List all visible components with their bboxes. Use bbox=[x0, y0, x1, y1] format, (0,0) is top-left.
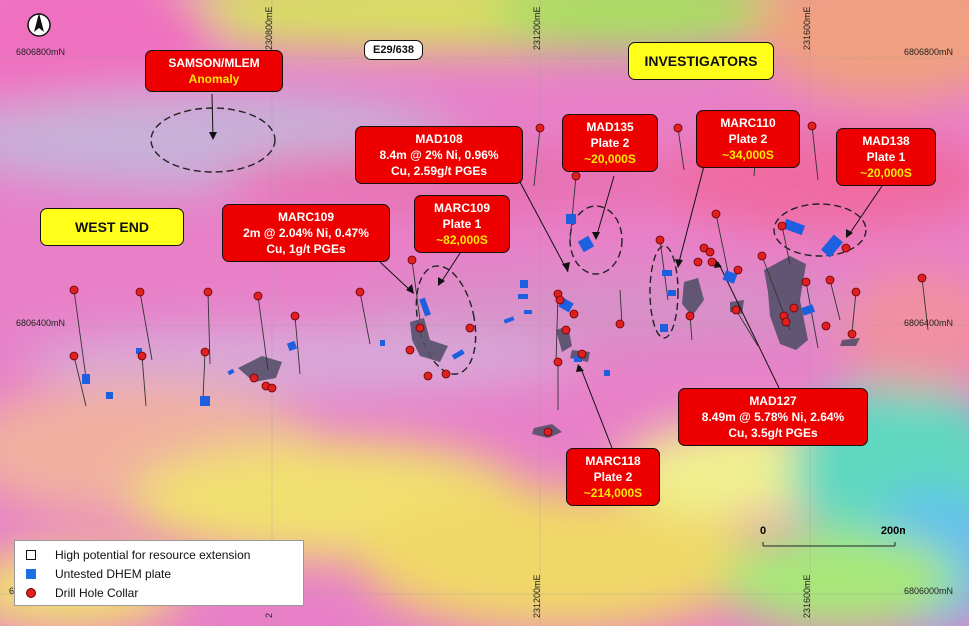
callout-marc109-plate: MARC109 Plate 1 ~82,000S bbox=[414, 195, 510, 253]
callout-mad127: MAD127 8.49m @ 5.78% Ni, 2.64% Cu, 3.5g/… bbox=[678, 388, 868, 446]
area-label-west-end: WEST END bbox=[40, 208, 184, 246]
scale-end-label: 200m bbox=[881, 525, 905, 537]
callout-title: MAD135 bbox=[586, 120, 634, 134]
callout-result: 2m @ 2.04% Ni, 0.47% bbox=[243, 226, 369, 240]
callout-result: 8.49m @ 5.78% Ni, 2.64% bbox=[701, 410, 845, 424]
legend-label: Untested DHEM plate bbox=[55, 566, 172, 581]
legend-label: Drill Hole Collar bbox=[55, 585, 139, 600]
drill-traces bbox=[73, 125, 929, 410]
callout-plate: Plate 2 bbox=[593, 470, 633, 484]
callout-result: 8.4m @ 2% Ni, 0.96% bbox=[379, 148, 499, 162]
callout-conductance: ~20,000S bbox=[584, 152, 636, 166]
callout-mad138: MAD138 Plate 1 ~20,000S bbox=[836, 128, 936, 186]
callout-result: Cu, 2.59g/t PGEs bbox=[390, 164, 488, 178]
callout-mad135: MAD135 Plate 2 ~20,000S bbox=[562, 114, 658, 172]
northing-label: 6806400mN bbox=[16, 318, 66, 328]
callout-marc109-intercept: MARC109 2m @ 2.04% Ni, 0.47% Cu, 1g/t PG… bbox=[222, 204, 390, 262]
easting-label: 231600mE bbox=[802, 6, 812, 50]
north-arrow-icon bbox=[27, 13, 51, 37]
northing-label: 6806000mN bbox=[904, 586, 954, 596]
callout-mad108: MAD108 8.4m @ 2% Ni, 0.96% Cu, 2.59g/t P… bbox=[355, 126, 523, 184]
easting-label: 231200mE bbox=[532, 6, 542, 50]
northing-label: 6806800mN bbox=[16, 47, 66, 57]
northing-label: 6806800mN bbox=[904, 47, 954, 57]
callout-subtitle: Anomaly bbox=[188, 72, 240, 86]
callout-plate: Plate 2 bbox=[728, 132, 768, 146]
callout-marc110: MARC110 Plate 2 ~34,000S bbox=[696, 110, 800, 168]
easting-label: 230800mE bbox=[264, 6, 274, 50]
callout-conductance: ~34,000S bbox=[722, 148, 774, 162]
northing-label: 6806400mN bbox=[904, 318, 954, 328]
callout-result: Cu, 3.5g/t PGEs bbox=[728, 426, 818, 440]
map-legend: High potential for resource extension Un… bbox=[14, 540, 304, 606]
callout-title: SAMSON/MLEM bbox=[168, 56, 260, 70]
callout-plate: Plate 2 bbox=[590, 136, 630, 150]
samson-anomaly-outline bbox=[150, 107, 276, 173]
easting-label: 2 bbox=[264, 612, 274, 618]
callout-title: MARC110 bbox=[720, 116, 776, 130]
dhem-plates bbox=[82, 214, 844, 406]
callout-title: MAD108 bbox=[415, 132, 463, 146]
callout-conductance: ~82,000S bbox=[436, 233, 488, 247]
scale-bar: 0 200m bbox=[760, 525, 905, 547]
red-dot-icon bbox=[26, 587, 36, 598]
legend-label: High potential for resource extension bbox=[55, 547, 251, 562]
callout-title: MARC109 bbox=[277, 210, 334, 224]
tenement-label: E29/638 bbox=[364, 40, 423, 60]
legend-item: Untested DHEM plate bbox=[23, 564, 295, 583]
legend-item: Drill Hole Collar bbox=[23, 583, 295, 602]
callout-conductance: ~20,000S bbox=[860, 166, 912, 180]
callout-result: Cu, 1g/t PGEs bbox=[266, 242, 346, 256]
drill-collars bbox=[69, 121, 927, 437]
scale-start-label: 0 bbox=[760, 525, 766, 537]
callout-marc118: MARC118 Plate 2 ~214,000S bbox=[566, 448, 660, 506]
easting-label: 231200mE bbox=[532, 574, 542, 618]
area-label-investigators: INVESTIGATORS bbox=[628, 42, 774, 80]
legend-item: High potential for resource extension bbox=[23, 545, 295, 564]
square-outline-icon bbox=[26, 549, 36, 560]
callout-title: MARC109 bbox=[433, 201, 490, 215]
callout-conductance: ~214,000S bbox=[583, 486, 643, 500]
callout-plate: Plate 1 bbox=[442, 217, 482, 231]
callout-samson: SAMSON/MLEM Anomaly bbox=[145, 50, 283, 92]
easting-label: 231600mE bbox=[802, 574, 812, 618]
callout-title: MAD127 bbox=[749, 394, 797, 408]
callout-title: MARC118 bbox=[585, 454, 641, 468]
callout-plate: Plate 1 bbox=[866, 150, 906, 164]
northing-label: 6 bbox=[9, 586, 15, 596]
blue-square-icon bbox=[26, 568, 36, 579]
callout-title: MAD138 bbox=[862, 134, 910, 148]
